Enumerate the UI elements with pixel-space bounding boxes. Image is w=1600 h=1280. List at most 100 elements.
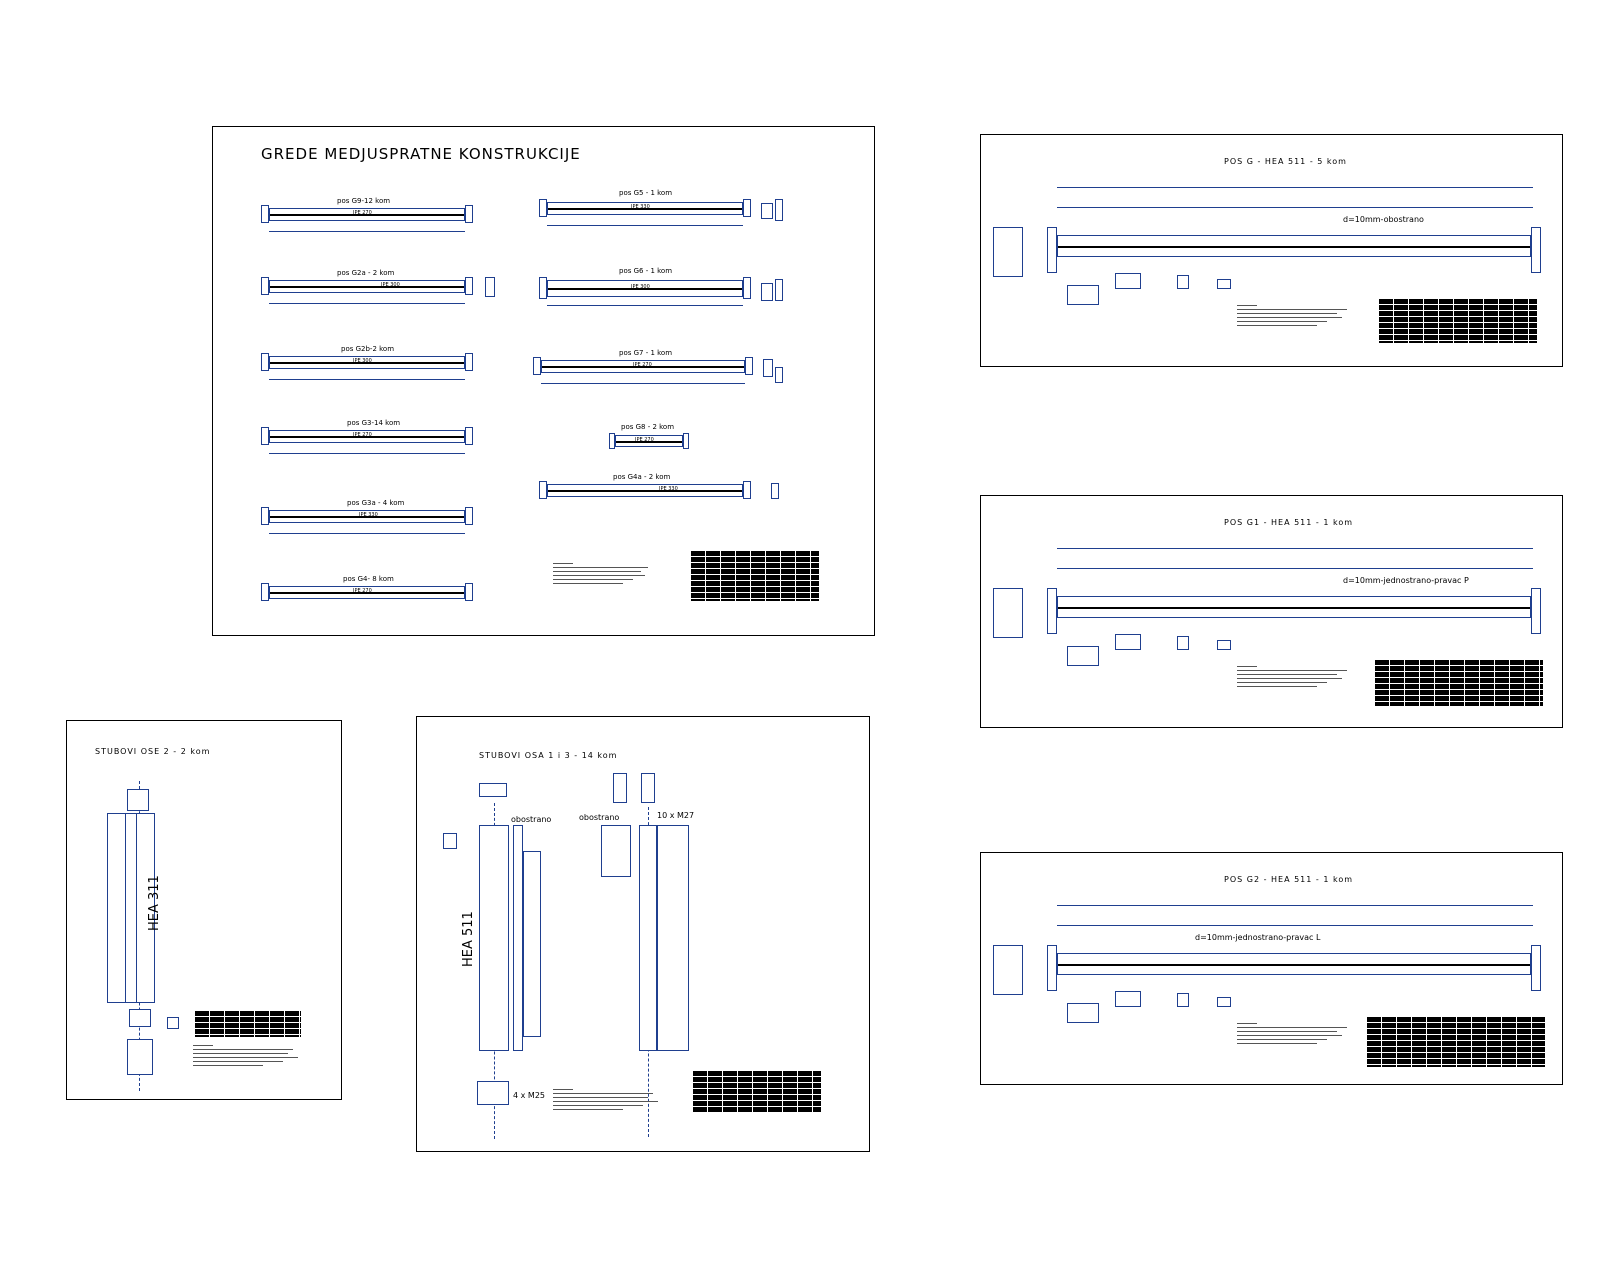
beam-drawing: pos G6 - 1 kom IPE 300 xyxy=(539,267,751,311)
dimension-line xyxy=(269,231,465,232)
parts-table xyxy=(1375,660,1543,706)
end-plate-left xyxy=(261,507,269,525)
beam-body xyxy=(269,280,465,293)
column-side-view xyxy=(523,851,541,1037)
weld-label: obostrano xyxy=(511,815,552,824)
beam-label: pos G5 - 1 kom xyxy=(619,189,673,197)
stiffener-detail xyxy=(1067,646,1099,666)
column-profile-label: HEA 511 xyxy=(461,911,476,967)
weld-label: obostrano xyxy=(579,813,620,822)
end-plate-right xyxy=(465,277,473,295)
sheet-title: STUBOVI OSA 1 i 3 - 14 kom xyxy=(479,751,618,760)
end-plate-right xyxy=(465,427,473,445)
beam-label: pos G3-14 kom xyxy=(347,419,401,427)
sheet-title: GREDE MEDJUSPRATNE KONSTRUKCIJE xyxy=(261,145,581,163)
base-plate-plan xyxy=(127,1039,153,1075)
end-plate-right xyxy=(1531,945,1541,991)
end-plate-right xyxy=(465,205,473,223)
column-side-view xyxy=(657,825,689,1051)
sheet-title: STUBOVI OSE 2 - 2 kom xyxy=(95,747,211,756)
dimension-line xyxy=(541,383,745,384)
beam-body xyxy=(547,280,743,297)
beam-drawing: pos G3-14 kom IPE 270 xyxy=(261,419,473,463)
parts-table xyxy=(195,1011,301,1037)
connection-detail xyxy=(1115,273,1141,289)
dimension-line xyxy=(269,533,465,534)
bolt-detail xyxy=(1217,997,1231,1007)
dimension-line xyxy=(547,225,743,226)
bolt-detail xyxy=(1177,993,1189,1007)
weld-annotation: d=10mm-jednostrano-pravac L xyxy=(1195,933,1321,942)
section-detail xyxy=(993,588,1023,638)
end-plate-left xyxy=(261,427,269,445)
end-plate-left xyxy=(261,277,269,295)
end-plate-right xyxy=(465,507,473,525)
dimension-line-overall xyxy=(1057,187,1533,188)
beam-body xyxy=(269,510,465,523)
general-notes xyxy=(553,1089,663,1113)
beam-profile: IPE 270 xyxy=(353,588,372,594)
parts-table xyxy=(693,1071,821,1113)
weld-annotation: d=10mm-obostrano xyxy=(1343,215,1424,224)
section-detail xyxy=(485,277,495,297)
beam-profile: IPE 300 xyxy=(353,358,372,364)
beam-label: pos G6 - 1 kom xyxy=(619,267,673,275)
bolt-label: 10 x M27 xyxy=(657,811,695,820)
dimension-line xyxy=(269,453,465,454)
end-plate-right xyxy=(1531,227,1541,273)
beam-drawing: pos G3a - 4 kom IPE 330 xyxy=(261,499,473,543)
weld-annotation: d=10mm-jednostrano-pravac P xyxy=(1343,576,1469,585)
beam-drawing: pos G4a - 2 kom IPE 330 xyxy=(539,473,751,513)
beam-body xyxy=(269,356,465,369)
column-body xyxy=(479,825,509,1051)
dimension-line xyxy=(269,303,465,304)
beam-body xyxy=(1057,953,1531,975)
base-plate-detail xyxy=(129,1009,151,1027)
beam-body xyxy=(547,202,743,215)
beam-drawing: pos G8 - 2 kom IPE 270 xyxy=(609,423,689,459)
stiffener-detail xyxy=(601,825,631,877)
sheet-title: POS G1 - HEA 511 - 1 kom xyxy=(1224,518,1353,527)
beam-body xyxy=(269,586,465,599)
section-detail xyxy=(763,359,773,377)
parts-table xyxy=(1379,299,1537,343)
beam-profile: IPE 330 xyxy=(659,486,678,492)
bolt-label: 4 x M25 xyxy=(513,1091,545,1100)
bolt-detail xyxy=(1177,275,1189,289)
top-plate-detail xyxy=(613,773,627,803)
sheet-columns-axis-1-3: STUBOVI OSA 1 i 3 - 14 kom HEA 511 obost… xyxy=(416,716,870,1152)
dimension-line xyxy=(269,379,465,380)
beam-profile: IPE 330 xyxy=(359,512,378,518)
end-plate-right xyxy=(743,277,751,299)
dimension-line-segments xyxy=(1057,207,1533,208)
beam-label: pos G9-12 kom xyxy=(337,197,391,205)
end-plate-left xyxy=(1047,945,1057,991)
beam-profile: IPE 330 xyxy=(631,204,650,210)
bolt-detail xyxy=(1177,636,1189,650)
beam-profile: IPE 270 xyxy=(353,210,372,216)
connection-detail xyxy=(1115,991,1141,1007)
stiffener-detail xyxy=(1067,1003,1099,1023)
end-plate-left xyxy=(609,433,615,449)
bolt-detail xyxy=(167,1017,179,1029)
top-plate-detail xyxy=(641,773,655,803)
beam-drawing: pos G2a - 2 kom IPE 300 xyxy=(261,269,473,313)
parts-table xyxy=(1367,1017,1545,1067)
end-plate-left xyxy=(533,357,541,375)
end-plate-left xyxy=(261,353,269,371)
sheet-title: POS G2 - HEA 511 - 1 kom xyxy=(1224,875,1353,884)
end-plate-left xyxy=(539,481,547,499)
end-plate-right xyxy=(743,481,751,499)
column-head-section xyxy=(479,783,507,797)
general-notes xyxy=(553,563,653,587)
end-plate-left xyxy=(261,583,269,601)
connection-detail xyxy=(775,279,783,301)
connection-detail xyxy=(443,833,457,849)
end-plate-right xyxy=(465,583,473,601)
beam-drawing: pos G9-12 kom IPE 270 xyxy=(261,197,473,241)
beam-label: pos G2b-2 kom xyxy=(341,345,395,353)
base-plate-detail xyxy=(477,1081,509,1105)
connection-detail xyxy=(775,199,783,221)
end-plate-left xyxy=(1047,588,1057,634)
dimension-line-segments xyxy=(1057,568,1533,569)
